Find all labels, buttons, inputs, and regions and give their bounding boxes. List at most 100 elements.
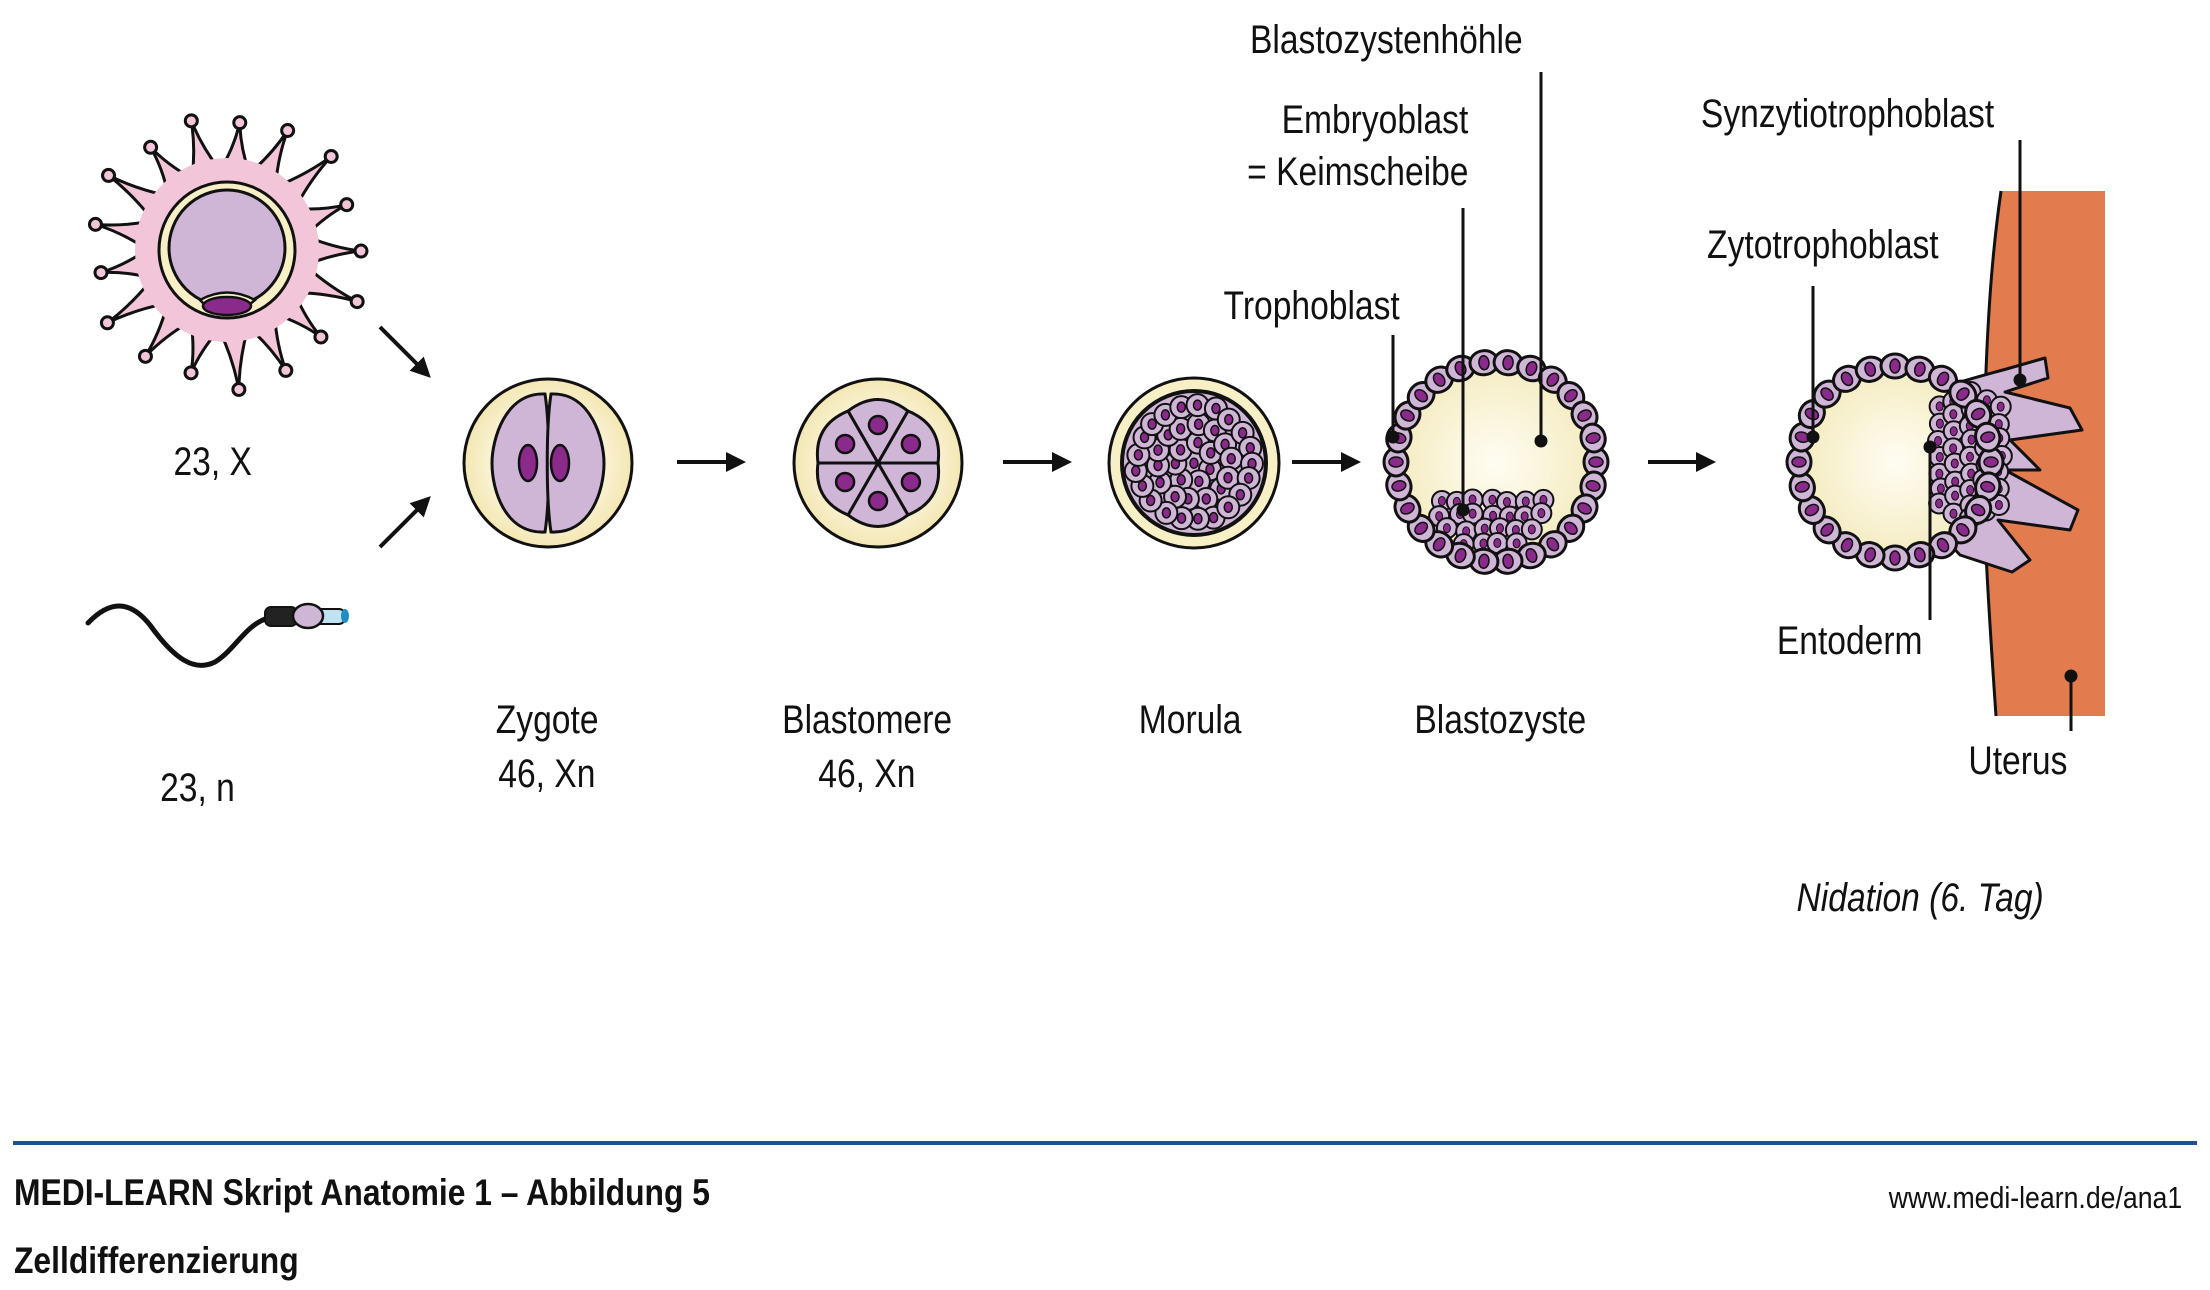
trophoblast-nucleus [1936, 537, 1950, 553]
trophoblast-nucleus [1563, 388, 1578, 403]
icm-nucleus [1935, 418, 1944, 429]
trophoblast-nucleus [1502, 553, 1514, 569]
trophoblast-cell [1785, 446, 1813, 478]
trophoblast-nucleus [1983, 456, 1999, 468]
zygote-cell-right [545, 392, 606, 534]
karyotype-blastomere: 46, Xn [818, 752, 916, 796]
icm-nucleus [1537, 508, 1546, 519]
pronucleus-female [517, 443, 539, 483]
corona-ray-tip [183, 113, 199, 129]
morula-nucleus [1210, 424, 1220, 437]
morula-illustration [1107, 376, 1281, 550]
trophoblast-cell [1468, 349, 1500, 377]
trophoblast-nucleus [1791, 456, 1807, 468]
trophoblast-cell [1831, 531, 1863, 560]
morula-nucleus [1193, 436, 1203, 449]
caption-oocyte: 23, X [173, 440, 253, 484]
leader-dot-cavity [1534, 434, 1548, 448]
trophoblast-nucleus [1577, 409, 1592, 422]
trophoblast-cell [1879, 544, 1911, 572]
icm-nucleus [1520, 511, 1529, 522]
corona-ray-tip [101, 167, 117, 183]
footer-url-link[interactable]: www.medi-learn.de/ana1 [1888, 1180, 2182, 1215]
morula-nucleus [1176, 474, 1186, 486]
trophoblast-nucleus [1502, 355, 1514, 371]
arrow-sperm-to-zygote [378, 496, 431, 549]
icm-nucleus [1468, 494, 1477, 505]
blastomere-illustration [792, 377, 964, 549]
corona-ray-tip [93, 265, 109, 281]
ooplasm [167, 188, 287, 308]
trophoblast-nucleus [1432, 372, 1446, 387]
morula-nucleus [1175, 423, 1186, 435]
trophoblast-nucleus [1546, 537, 1560, 552]
icm-nucleus [1935, 498, 1944, 509]
morula-nucleus [1235, 488, 1246, 501]
karyotype-zygote: 46, Xn [498, 752, 596, 796]
morula-nucleus [1153, 444, 1163, 456]
blastomere-cells [815, 398, 941, 528]
sperm-tail [85, 603, 271, 668]
trophoblast-nucleus [1525, 360, 1538, 377]
trophoblast-cell [1977, 446, 2005, 478]
morula-nucleus [1170, 491, 1180, 503]
trophoblast-nucleus [1414, 521, 1429, 536]
icm-nucleus [1949, 443, 1958, 454]
morula-cells [1120, 389, 1268, 537]
morula-nucleus [1155, 476, 1165, 489]
icm-nucleus [1493, 538, 1502, 549]
icm-nucleus [1480, 523, 1489, 534]
trophoblast-nucleus [1454, 547, 1467, 564]
sperm-tip [341, 609, 349, 623]
morula-nucleus [1245, 442, 1255, 454]
trophoblast-cell [1468, 547, 1500, 575]
morula-nucleus [1211, 402, 1221, 415]
caption-nidation: Nidation (6. Tag) [1796, 876, 2044, 920]
caption-blastomere: Blastomere [782, 698, 952, 742]
icm-nucleus [1949, 426, 1958, 437]
trophoblast-nucleus [1980, 480, 1996, 493]
icm-nucleus [1936, 483, 1945, 494]
trophoblast-nucleus [1889, 550, 1901, 566]
corona-ray-tip [280, 123, 296, 139]
morula-nucleus [1133, 449, 1144, 461]
trophoblast-nucleus [1588, 456, 1604, 468]
icm-nucleus [1996, 401, 2005, 412]
leader-dot-syncytio [2013, 373, 2027, 387]
trophoblast-nucleus [1840, 371, 1854, 387]
corona-ray-tip [349, 294, 365, 310]
morula-nucleus [1223, 501, 1234, 514]
icm-nucleus [1521, 496, 1530, 507]
trophoblast-cell [1385, 470, 1413, 502]
trophoblast-nucleus [1980, 431, 1996, 444]
trophoblast-cell [1904, 541, 1936, 569]
trophoblast-cell [1570, 400, 1599, 431]
trophoblast-nucleus [1820, 523, 1834, 537]
morula-nucleus [1208, 511, 1219, 524]
nidation-illustration [1785, 190, 2105, 717]
trophoblast-nucleus [1936, 371, 1950, 387]
icm-nucleus [1512, 538, 1521, 549]
trophoblast-nucleus [1864, 361, 1877, 377]
trophoblast-nucleus [1391, 480, 1407, 492]
trophoblast-nucleus [1840, 537, 1854, 553]
icm-nucleus [1966, 484, 1975, 495]
leader-dot-cytotrophoblast [1806, 430, 1820, 444]
morula-nucleus [1205, 447, 1216, 459]
trophoblast-cell [1974, 421, 2002, 453]
leader-dot-trophoblast [1386, 430, 1400, 444]
corona-ray-tip [339, 197, 355, 213]
label-embryoblast: Embryoblast [1281, 98, 1468, 142]
trophoblast-nucleus [1956, 387, 1970, 401]
sperm-illustration [85, 602, 349, 668]
morula-nucleus [1224, 413, 1234, 426]
trophoblast-nucleus [1577, 502, 1592, 515]
trophoblast-nucleus [1525, 547, 1538, 564]
trophoblast-cell [1854, 355, 1886, 383]
trophoblast-nucleus [1432, 537, 1446, 552]
label-uterus: Uterus [1968, 739, 2067, 783]
caption-sperm: 23, n [159, 766, 235, 810]
cytotrophoblast-ring [1785, 352, 2005, 572]
morula-nucleus [1160, 409, 1171, 421]
